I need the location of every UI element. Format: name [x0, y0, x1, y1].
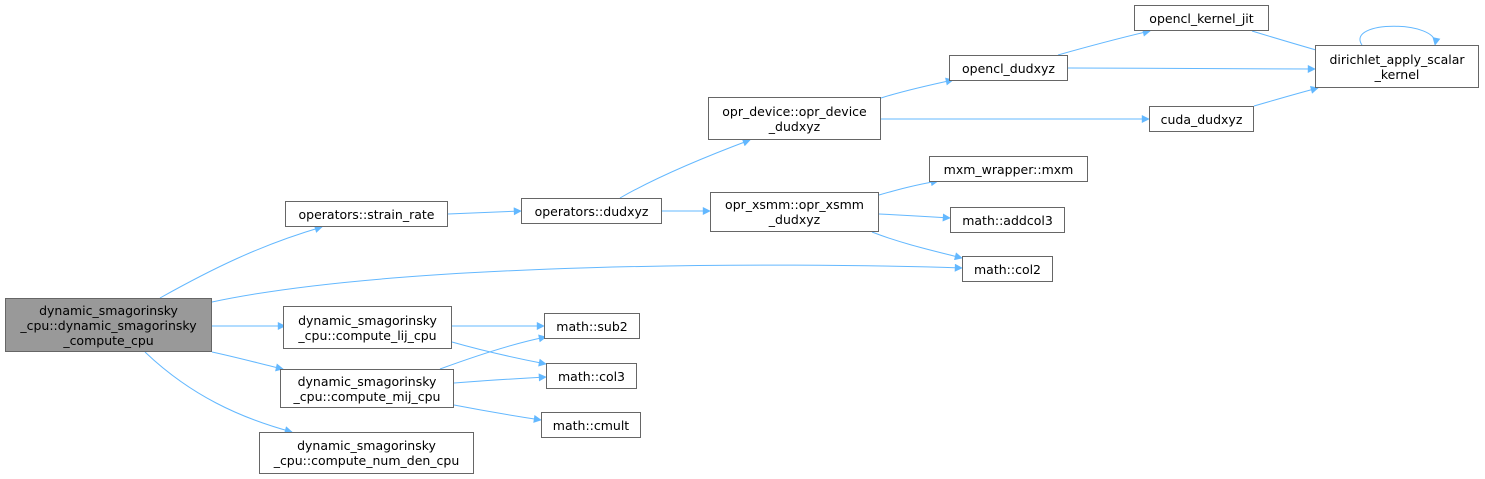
node-sub2[interactable]: math::sub2 — [544, 313, 640, 339]
edge-mij-to-sub2 — [439, 334, 547, 370]
edge-mij-to-col3 — [453, 373, 547, 384]
node-mxm[interactable]: mxm_wrapper::mxm — [929, 156, 1088, 182]
node-opencl-kernel-jit[interactable]: opencl_kernel_jit — [1134, 5, 1269, 31]
edge-root-to-strain_rate — [159, 225, 323, 299]
edge-opr_xsmm-to-addcol3 — [878, 213, 951, 222]
node-numden[interactable]: dynamic_smagorinsky_cpu::compute_num_den… — [259, 432, 474, 474]
node-mij[interactable]: dynamic_smagorinsky_cpu::compute_mij_cpu — [280, 369, 454, 408]
node-dudxyz[interactable]: operators::dudxyz — [521, 198, 662, 224]
node-opr-xsmm[interactable]: opr_xsmm::opr_xsmm_dudxyz — [710, 192, 879, 232]
node-label-line: math::sub2 — [556, 318, 628, 334]
node-opr-device[interactable]: opr_device::opr_device_dudxyz — [708, 97, 881, 140]
node-lij[interactable]: dynamic_smagorinsky_cpu::compute_lij_cpu — [283, 306, 452, 349]
node-label-line: dynamic_smagorinsky — [298, 312, 437, 328]
node-dirichlet[interactable]: dirichlet_apply_scalar_kernel — [1315, 45, 1479, 88]
node-col2[interactable]: math::col2 — [962, 256, 1053, 282]
edge-cuda_dudxyz-to-dirichlet — [1253, 85, 1319, 107]
node-label-line: operators::strain_rate — [298, 206, 435, 222]
edge-opr_device-to-opencl_dudxyz — [880, 77, 954, 99]
edge-opencl_kernel_jit-to-dirichlet — [1251, 30, 1324, 54]
node-label-line: opr_xsmm::opr_xsmm — [725, 197, 864, 212]
edge-opencl_dudxyz-to-dirichlet — [1067, 64, 1316, 73]
node-label-line: opr_device::opr_device — [722, 103, 867, 119]
edge-strain_rate-to-dudxyz — [447, 207, 522, 216]
node-label-line: _cpu::compute_lij_cpu — [298, 327, 437, 343]
edge-dirichlet-to-dirichlet — [1359, 25, 1441, 46]
node-label-line: _cpu::dynamic_smagorinsky — [20, 317, 197, 333]
node-root: dynamic_smagorinsky_cpu::dynamic_smagori… — [5, 298, 212, 352]
node-label-line: _cpu::compute_num_den_cpu — [273, 453, 460, 468]
node-label-line: dirichlet_apply_scalar — [1329, 51, 1465, 67]
node-label-line: _dudxyz — [768, 118, 821, 134]
node-label-line: math::cmult — [552, 417, 630, 433]
node-label-line: dynamic_smagorinsky — [39, 302, 178, 318]
edge-opr_xsmm-to-col2 — [871, 231, 963, 261]
node-col3[interactable]: math::col3 — [546, 363, 637, 389]
node-label-line: math::addcol3 — [962, 212, 1053, 228]
edge-root-to-numden — [144, 351, 293, 434]
edge-mij-to-cmult — [453, 404, 542, 423]
node-addcol3[interactable]: math::addcol3 — [950, 207, 1065, 233]
edge-dudxyz-to-opr_device — [619, 138, 751, 199]
edge-opr_xsmm-to-mxm — [878, 178, 939, 196]
edge-root-to-col2 — [211, 263, 963, 303]
edge-root-to-mij — [211, 351, 284, 372]
edge-opencl_dudxyz-to-opencl_kernel_jit — [1057, 28, 1151, 56]
node-cmult[interactable]: math::cmult — [541, 412, 641, 438]
node-label-line: math::col3 — [557, 368, 626, 384]
node-label-line: opencl_kernel_jit — [1149, 10, 1254, 26]
node-label-line: cuda_dudxyz — [1160, 111, 1243, 127]
node-strain-rate[interactable]: operators::strain_rate — [285, 201, 448, 227]
node-label-line: dynamic_smagorinsky — [297, 438, 436, 453]
node-label-line: opencl_dudxyz — [962, 60, 1055, 76]
node-label-line: _kernel — [1374, 66, 1420, 82]
node-opencl-dudxyz[interactable]: opencl_dudxyz — [949, 55, 1068, 81]
edge-lij-to-col3 — [451, 341, 547, 367]
node-label-line: operators::dudxyz — [534, 203, 649, 219]
node-label-line: mxm_wrapper::mxm — [943, 161, 1074, 177]
node-label-line: _compute_cpu — [63, 332, 154, 348]
node-label-line: math::col2 — [973, 261, 1042, 277]
node-label-line: dynamic_smagorinsky — [297, 373, 437, 389]
node-label-line: _cpu::compute_mij_cpu — [293, 388, 441, 404]
node-label-line: _dudxyz — [768, 212, 821, 227]
node-cuda-dudxyz[interactable]: cuda_dudxyz — [1149, 106, 1254, 132]
